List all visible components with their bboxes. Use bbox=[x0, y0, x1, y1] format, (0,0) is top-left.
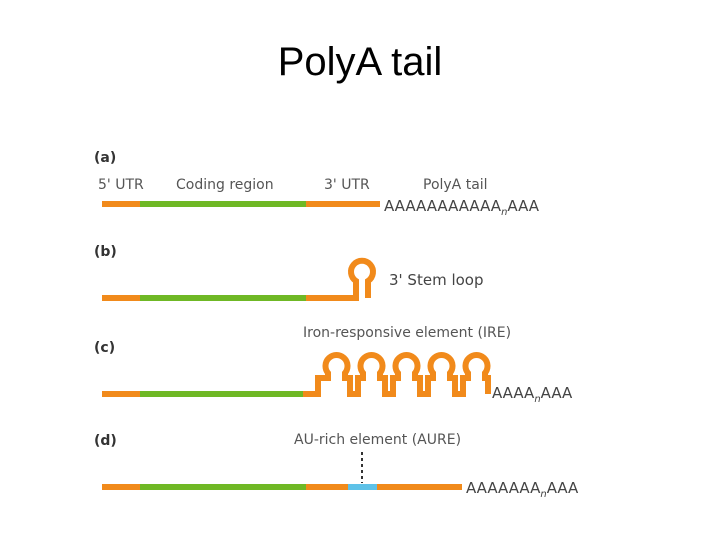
polya-c-sub: n bbox=[534, 394, 541, 405]
polya-d-sub: n bbox=[540, 489, 547, 500]
utr3-label: 3' UTR bbox=[324, 177, 370, 193]
utr5-label: 5' UTR bbox=[98, 177, 144, 193]
polya-d-prefix: AAAAAAA bbox=[466, 479, 541, 497]
polya-sequence-c: AAAAnAAA bbox=[492, 384, 572, 405]
polya-c-prefix: AAAA bbox=[492, 384, 535, 402]
polya-tail-label: PolyA tail bbox=[423, 177, 488, 193]
panel-a-label: (a) bbox=[94, 150, 117, 166]
strand-c bbox=[102, 352, 491, 397]
polya-a-suffix: AAA bbox=[507, 197, 540, 215]
polya-d-suffix: AAA bbox=[546, 479, 579, 497]
stem-loop-label: 3' Stem loop bbox=[389, 271, 484, 289]
panel-d-label: (d) bbox=[94, 433, 117, 449]
polya-sequence-d: AAAAAAAnAAA bbox=[466, 479, 578, 500]
slide-title: PolyA tail bbox=[277, 40, 443, 84]
stem-loop-shape bbox=[306, 257, 376, 301]
polya-a-prefix: AAAAAAAAAAA bbox=[384, 197, 502, 215]
polya-sequence-a: AAAAAAAAAAAnAAA bbox=[384, 197, 539, 218]
panel-b-label: (b) bbox=[94, 244, 117, 260]
polya-a-sub: n bbox=[501, 207, 508, 218]
ire-loops-shape bbox=[303, 352, 491, 397]
coding-region-label: Coding region bbox=[176, 177, 274, 193]
panel-c-label: (c) bbox=[94, 340, 116, 356]
polya-c-suffix: AAA bbox=[540, 384, 573, 402]
strand-d bbox=[102, 452, 462, 490]
ire-label: Iron-responsive element (IRE) bbox=[303, 325, 512, 341]
aure-label: AU-rich element (AURE) bbox=[294, 432, 462, 448]
strand-b bbox=[102, 257, 376, 301]
